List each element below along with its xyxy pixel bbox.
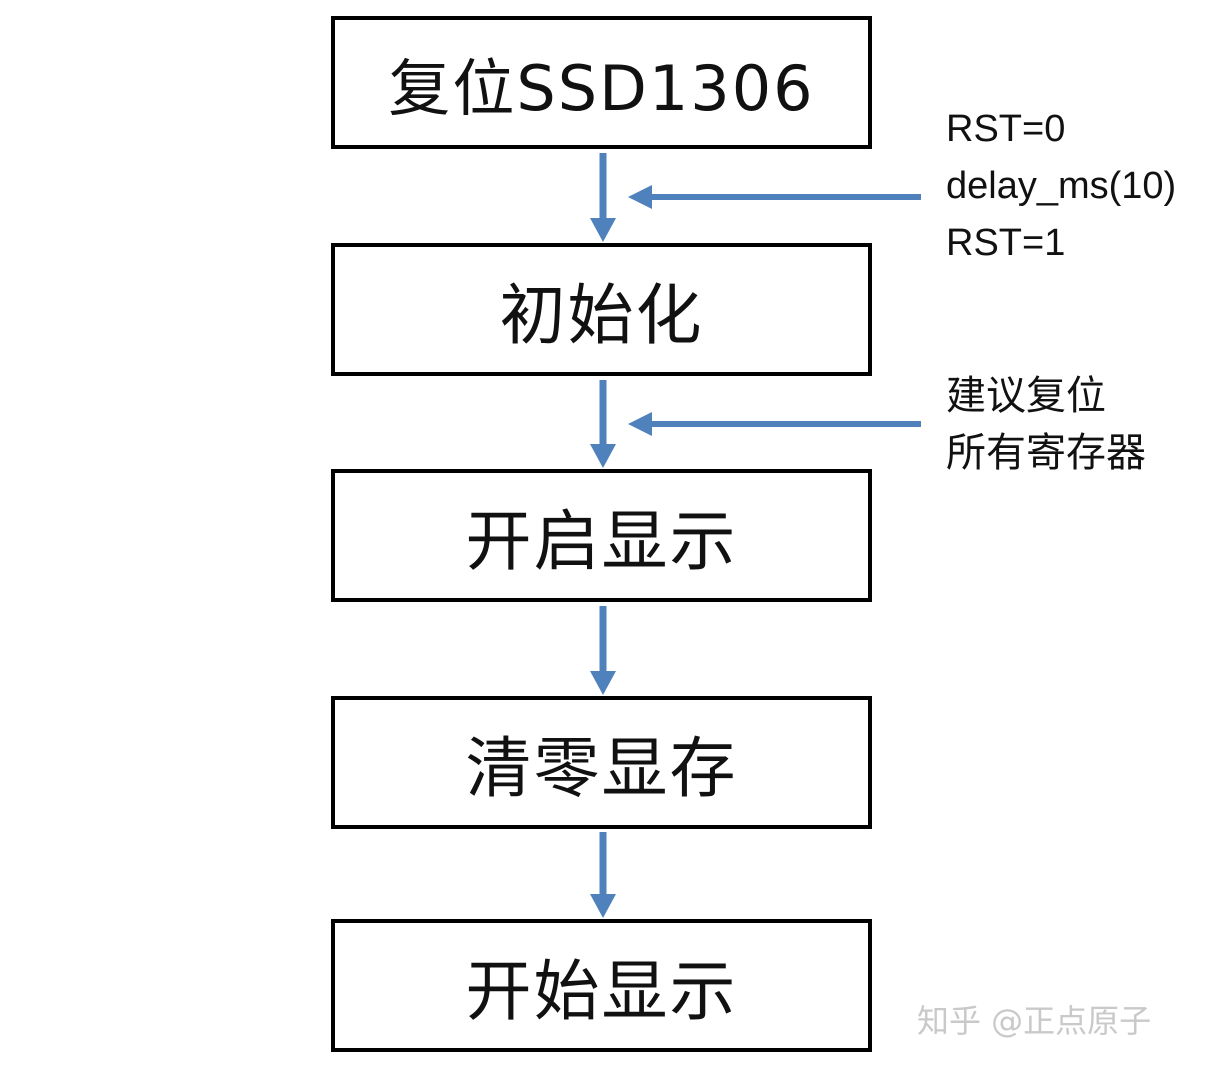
note-line: delay_ms(10) [946,165,1177,207]
note-line: 建议复位 [946,373,1106,419]
note-arrowhead-reset [628,185,652,209]
note-line: RST=1 [946,222,1066,264]
arrowhead-clear-to-start [590,894,616,918]
step-label: 初始化 [499,276,704,354]
arrowhead-init-to-display-on [590,444,616,468]
note-line: 所有寄存器 [946,430,1146,476]
step-label: 开始显示 [465,952,738,1030]
watermark: 知乎 @正点原子 [917,1002,1152,1040]
step-reset-ssd1306: 复位SSD1306 [331,16,872,149]
step-label: 清零显存 [465,729,738,807]
step-label: 复位SSD1306 [388,51,815,125]
step-start-display: 开始显示 [331,919,872,1052]
note-reset-sequence: RST=0 delay_ms(10) RST=1 [946,101,1176,272]
note-line: RST=0 [946,108,1066,150]
step-display-on: 开启显示 [331,469,872,602]
note-arrowhead-init [628,412,652,436]
step-label: 开启显示 [465,502,738,580]
note-init-advice: 建议复位 所有寄存器 [946,368,1146,482]
arrowhead-reset-to-init [590,218,616,242]
step-initialize: 初始化 [331,243,872,376]
step-clear-gram: 清零显存 [331,696,872,829]
arrowhead-display-on-to-clear [590,671,616,695]
